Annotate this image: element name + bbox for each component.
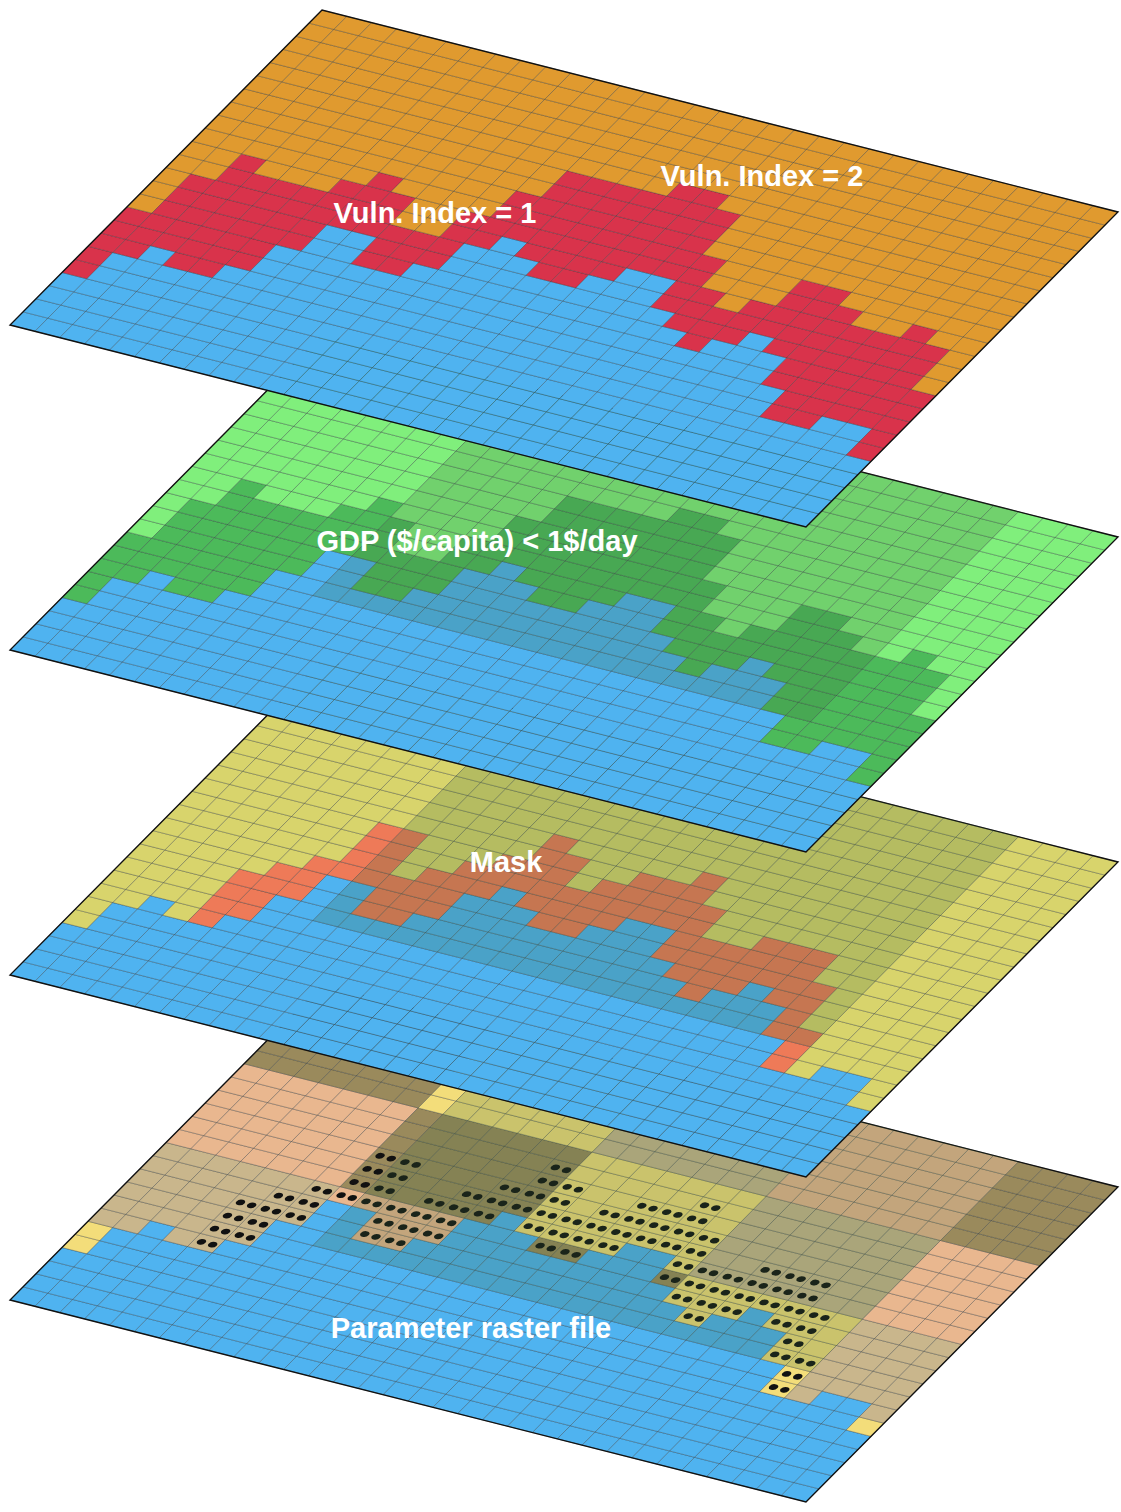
mask-dot [272,1192,285,1199]
mask-dot [270,1208,283,1215]
mask-dot [195,1238,208,1245]
mask-dot [372,1168,385,1175]
mask-dot [219,1228,232,1235]
mask-dot [385,1155,398,1162]
mask-dot [308,1201,321,1208]
mask-dot [335,1192,348,1199]
raster-cell [1080,1181,1118,1200]
raster-layer [10,660,1118,1177]
mask-dot [348,1178,361,1185]
mask-dot [359,1181,372,1188]
mask-dot [244,1234,257,1241]
mask-dot [246,1218,259,1225]
layer-outline [10,985,1118,1502]
projection-shadow [313,711,1019,1047]
mask-dot [245,1202,258,1209]
mask-dot [206,1241,219,1248]
mask-dot [284,1211,297,1218]
mask-dot [234,1199,247,1206]
mask-dot [346,1194,359,1201]
raster-layer [10,335,1118,852]
mask-dot [283,1195,296,1202]
mask-dot [208,1225,221,1232]
raster-layer [10,985,1118,1502]
mask-dot [791,1373,804,1380]
mask-dot [233,1231,246,1238]
mask-dot [295,1214,308,1221]
mask-dot [259,1205,272,1212]
mask-dot [780,1370,793,1377]
projection-shadow [313,1036,1019,1372]
mask-dot [374,1152,387,1159]
mask-dot [778,1386,791,1393]
layer-outline [10,660,1118,1177]
mask-dot [232,1215,245,1222]
mask-dot [767,1383,780,1390]
mask-dot [221,1212,234,1219]
mask-dot [257,1221,270,1228]
mask-dot [321,1188,334,1195]
mask-dot [310,1185,323,1192]
raster-cell [1080,856,1118,875]
mask-dot [361,1165,374,1172]
mask-dot [297,1198,310,1205]
